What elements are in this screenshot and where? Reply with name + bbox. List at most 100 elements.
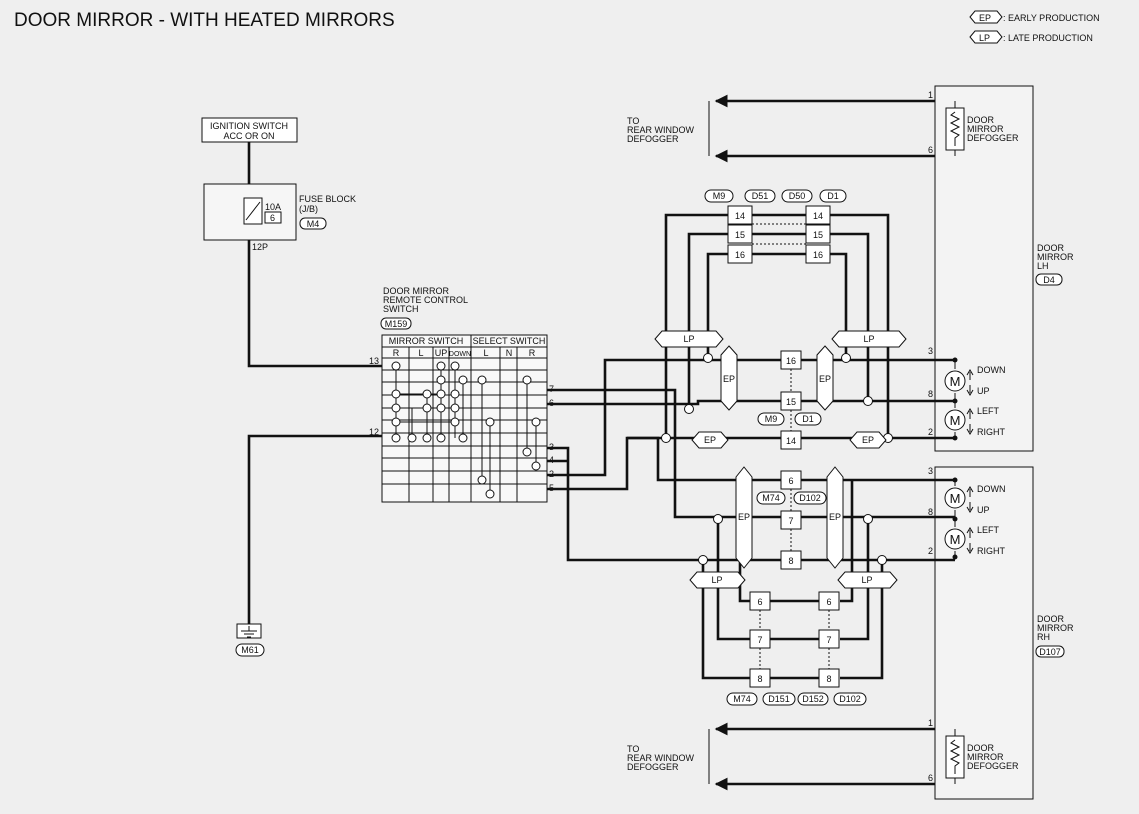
conn-lh-mid-m9: M9 — [765, 414, 778, 424]
bot-left-pin-8: 8 — [757, 674, 762, 684]
fuse-block-label: FUSE BLOCK — [299, 194, 356, 204]
bot-left-pin-6: 6 — [757, 597, 762, 607]
lh-motor-2-symbol: M — [950, 413, 961, 428]
rh-def-label2: MIRROR — [967, 752, 1004, 762]
legend-ep-tag: EP — [979, 13, 991, 23]
rh-right-label: RIGHT — [977, 546, 1006, 556]
lp-tag-rh-right: LP — [861, 575, 872, 585]
rh-mid-pin-8: 8 — [788, 556, 793, 566]
col-select-n: N — [506, 348, 513, 358]
col-up: UP — [435, 348, 448, 358]
rh-def-pin6: 6 — [928, 773, 933, 783]
rcs-label-2: REMOTE CONTROL — [383, 295, 468, 305]
fuse-rating: 10A — [265, 202, 281, 212]
conn-lh-mid-d1: D1 — [802, 414, 814, 424]
legend-ep-text: : EARLY PRODUCTION — [1003, 13, 1100, 23]
rcs-pin-12: 12 — [369, 427, 379, 437]
conn-top-d51: D51 — [752, 191, 769, 201]
rh-mid-pin-6: 6 — [788, 476, 793, 486]
fuse-connector-m4: M4 — [307, 219, 320, 229]
lh-def-pin6: 6 — [928, 145, 933, 155]
rh-motor-1-symbol: M — [950, 491, 961, 506]
conn-bot-d151: D151 — [768, 694, 790, 704]
conn-top-m9: M9 — [713, 191, 726, 201]
conn-top-d50: D50 — [789, 191, 806, 201]
lh-pin-8: 8 — [928, 389, 933, 399]
col-l: L — [418, 348, 423, 358]
conn-rh-mid-m74: M74 — [762, 493, 780, 503]
ep-tags — [691, 345, 887, 569]
bot-right-pin-8: 8 — [826, 674, 831, 684]
col-select-r: R — [529, 348, 536, 358]
lh-def-label2: MIRROR — [967, 124, 1004, 134]
lp-tag-rh-left: LP — [711, 575, 722, 585]
bot-right-pin-6: 6 — [826, 597, 831, 607]
bottom-connector-blocks — [726, 591, 867, 706]
diagram-title: DOOR MIRROR - WITH HEATED MIRRORS — [14, 10, 395, 31]
lp-tag-lh-right: LP — [863, 334, 874, 344]
lh-rear-label2: REAR WINDOW — [627, 125, 695, 135]
lh-label-1: DOOR — [1037, 243, 1065, 253]
door-mirror-rh-box — [934, 466, 1034, 800]
ep-tag-lh-right: EP — [819, 374, 831, 384]
lh-def-label3: DEFOGGER — [967, 133, 1019, 143]
top-right-pin-16: 16 — [813, 250, 823, 260]
junction-dots — [661, 353, 893, 565]
select-switch-header: SELECT SWITCH — [473, 336, 546, 346]
lh-rear-label1: TO — [627, 116, 639, 126]
lh-def-label1: DOOR — [967, 115, 995, 125]
lh-up-label: UP — [977, 386, 990, 396]
rh-defogger — [708, 722, 965, 791]
remote-control-switch-grid: MIRROR SWITCH SELECT SWITCH R L UP DOWN … — [381, 334, 548, 503]
rh-def-label3: DEFOGGER — [967, 761, 1019, 771]
lp-tags — [654, 330, 907, 589]
lh-mid-connector — [757, 350, 822, 450]
conn-bot-d102: D102 — [839, 694, 861, 704]
rcs-connector-m159: M159 — [385, 319, 408, 329]
rh-pin-8: 8 — [928, 507, 933, 517]
rh-label-1: DOOR — [1037, 614, 1065, 624]
ignition-line1: IGNITION SWITCH — [210, 121, 288, 131]
rcs-label-3: SWITCH — [383, 304, 419, 314]
lh-down-label: DOWN — [977, 365, 1006, 375]
top-right-pin-14: 14 — [813, 211, 823, 221]
rh-left-label: LEFT — [977, 525, 1000, 535]
lh-rear-label3: DEFOGGER — [627, 134, 679, 144]
lp-tag-lh-left: LP — [683, 334, 694, 344]
rh-down-label: DOWN — [977, 484, 1006, 494]
ground-symbol — [236, 623, 262, 639]
top-left-pin-16: 16 — [735, 250, 745, 260]
rh-rear-label3: DEFOGGER — [627, 762, 679, 772]
ep-tag-lh-bottom-left: EP — [704, 435, 716, 445]
rh-label-2: MIRROR — [1037, 623, 1074, 633]
rh-pin-2: 2 — [928, 546, 933, 556]
conn-top-d1: D1 — [827, 191, 839, 201]
bot-left-pin-7: 7 — [757, 635, 762, 645]
rh-rear-label1: TO — [627, 744, 639, 754]
rh-def-pin1: 1 — [928, 718, 933, 728]
top-connector-blocks — [704, 189, 847, 264]
rh-pin-3: 3 — [928, 466, 933, 476]
lh-label-3: LH — [1037, 261, 1049, 271]
ep-tag-rh-right: EP — [829, 512, 841, 522]
col-down: DOWN — [449, 351, 471, 358]
fuse-block-jb: (J/B) — [299, 204, 318, 214]
ground-connector-m61: M61 — [241, 645, 259, 655]
top-right-pin-15: 15 — [813, 230, 823, 240]
lh-motor-1-symbol: M — [950, 374, 961, 389]
ignition-switch-box — [201, 117, 298, 143]
lh-pin-2: 2 — [928, 427, 933, 437]
lh-connector-d4: D4 — [1043, 275, 1055, 285]
legend-lp-text: : LATE PRODUCTION — [1003, 33, 1093, 43]
col-r: R — [393, 348, 400, 358]
col-select-l: L — [483, 348, 488, 358]
lh-mid-pin-16: 16 — [786, 356, 796, 366]
rh-motor-2-symbol: M — [950, 532, 961, 547]
lh-def-pin1: 1 — [928, 90, 933, 100]
rcs-label-1: DOOR MIRROR — [383, 286, 449, 296]
lh-mid-pin-15: 15 — [786, 397, 796, 407]
fuse-pin-12p: 12P — [252, 242, 268, 252]
rh-motors — [944, 477, 974, 560]
conn-bot-m74: M74 — [733, 694, 751, 704]
ep-tag-lh-bottom-right: EP — [862, 435, 874, 445]
